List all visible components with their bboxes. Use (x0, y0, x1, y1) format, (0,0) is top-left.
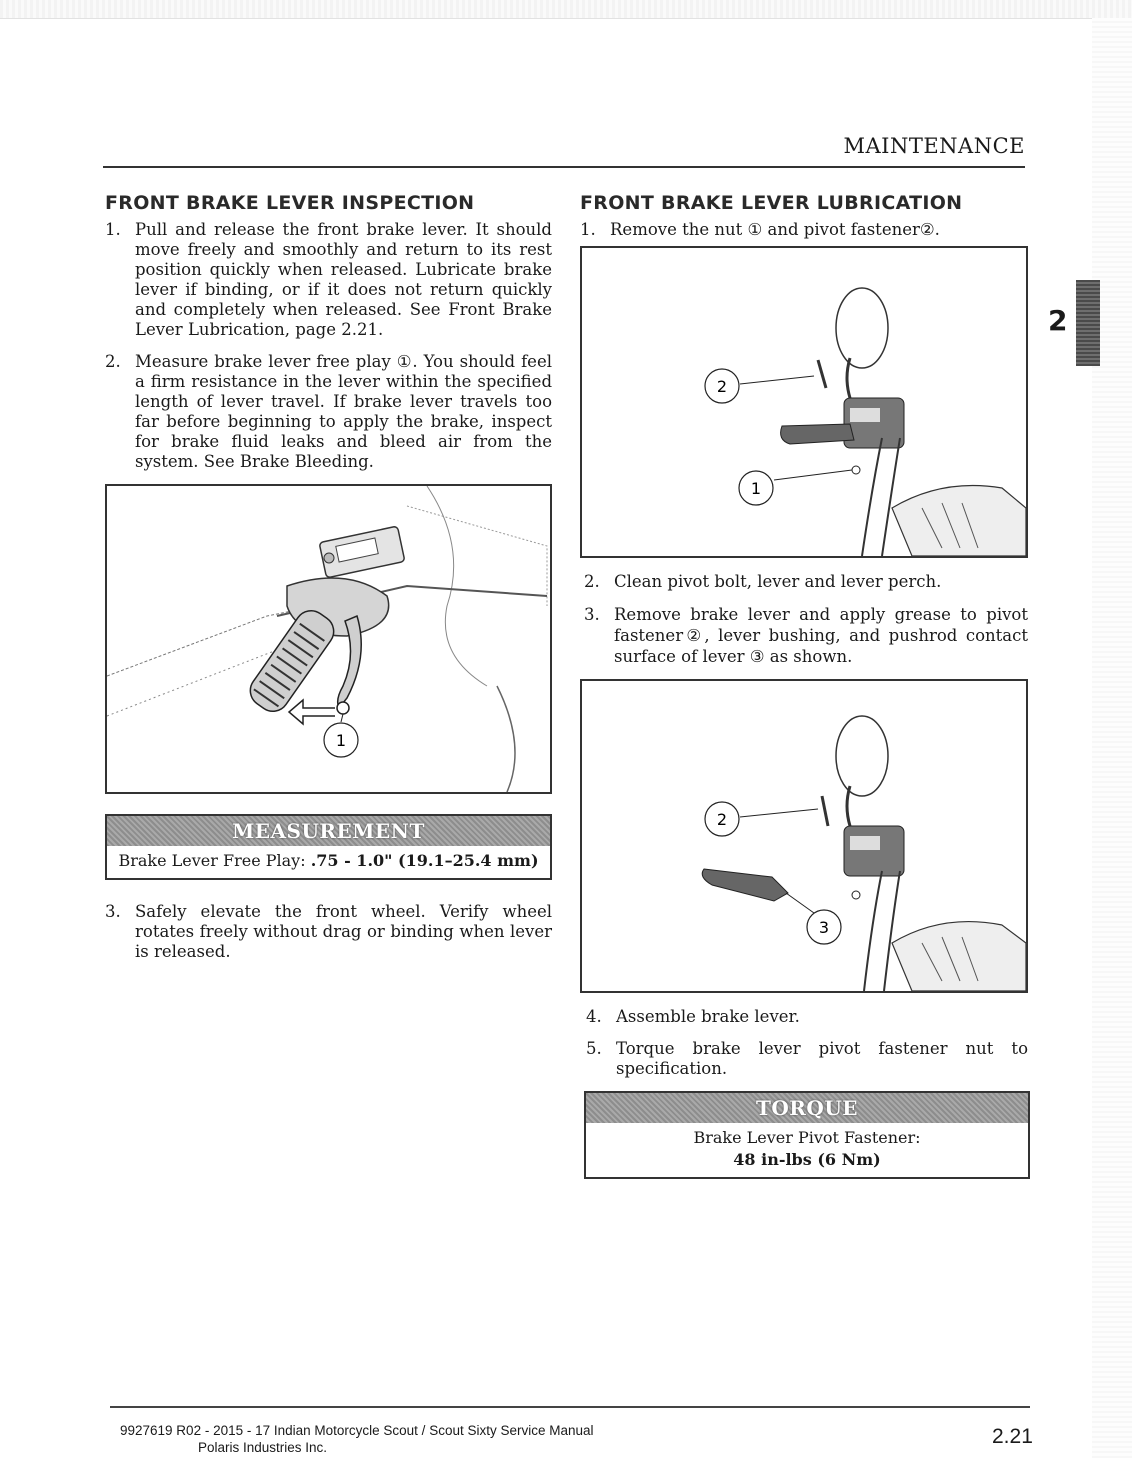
step-text: Measure brake lever free play ①. You sho… (135, 352, 552, 471)
torque-label: Brake Lever Pivot Fastener: (693, 1128, 921, 1147)
step-text: Torque brake lever pivot fastener nut to… (616, 1039, 1028, 1078)
scan-top-strip (0, 0, 1132, 19)
measurement-label: Brake Lever Free Play: (118, 851, 311, 870)
step-number: 5. (586, 1039, 602, 1058)
measurement-value: .75 - 1.0" (19.1–25.4 mm) (310, 851, 539, 870)
section-title: MAINTENANCE (843, 134, 1025, 158)
step-number: 1. (105, 220, 121, 239)
inspection-step-3: 3. Safely elevate the front wheel. Verif… (105, 902, 552, 962)
step-text: Clean pivot bolt, lever and lever perch. (614, 572, 942, 591)
lever-grease-figure: 2 3 (580, 679, 1028, 993)
lubrication-step-4: 4. Assemble brake lever. (586, 1007, 1028, 1027)
lever-removal-figure: 2 1 (580, 246, 1028, 558)
step-number: 3. (584, 605, 600, 624)
lubrication-step-1: 1. Remove the nut ① and pivot fastener②. (580, 220, 1028, 240)
step-text: Pull and release the front brake lever. … (135, 220, 552, 339)
step-text: Remove the nut ① and pivot fastener②. (610, 220, 940, 239)
chapter-tab-marker (1076, 280, 1100, 366)
scan-right-strip (1092, 18, 1132, 1458)
lubrication-step-3: 3. Remove brake lever and apply grease t… (584, 604, 1028, 667)
torque-body: Brake Lever Pivot Fastener: 48 in-lbs (6… (586, 1123, 1028, 1177)
step-text: Remove brake lever and apply grease to p… (614, 605, 1028, 666)
inspection-step-1: 1. Pull and release the front brake leve… (105, 220, 552, 340)
callout-3: 3 (819, 918, 829, 937)
step-text: Assemble brake lever. (616, 1007, 800, 1026)
callout-1: 1 (751, 479, 761, 498)
brake-lever-illustration: 1 (107, 486, 548, 792)
lever-grease-illustration: 2 3 (701, 715, 1026, 991)
page-number: 2.21 (992, 1425, 1033, 1448)
left-column: FRONT BRAKE LEVER INSPECTION 1. Pull and… (105, 192, 552, 974)
chapter-tab: 2 (1046, 280, 1101, 366)
torque-value: 48 in-lbs (6 Nm) (733, 1150, 881, 1169)
lubrication-step-5: 5. Torque brake lever pivot fastener nut… (586, 1039, 1028, 1079)
footer-divider (110, 1406, 1030, 1408)
inspection-step-2: 2. Measure brake lever free play ①. You … (105, 352, 552, 472)
step-text: Safely elevate the front wheel. Verify w… (135, 902, 552, 961)
callout-2: 2 (717, 810, 727, 829)
callout-1: 1 (336, 731, 346, 750)
torque-title: TORQUE (586, 1093, 1028, 1123)
footer-manual-title: 9927619 R02 - 2015 - 17 Indian Motorcycl… (120, 1423, 594, 1438)
footer-text: 9927619 R02 - 2015 - 17 Indian Motorcycl… (120, 1422, 594, 1456)
step-number: 4. (586, 1007, 602, 1026)
torque-box: TORQUE Brake Lever Pivot Fastener: 48 in… (584, 1091, 1030, 1179)
lever-removal-illustration: 2 1 (704, 287, 1026, 556)
step-number: 2. (584, 572, 600, 591)
free-play-figure: 1 (105, 484, 552, 794)
section-header: MAINTENANCE (103, 134, 1025, 168)
inspection-heading: FRONT BRAKE LEVER INSPECTION (105, 192, 475, 214)
callout-2: 2 (717, 377, 727, 396)
footer-publisher: Polaris Industries Inc. (198, 1440, 328, 1455)
lubrication-heading: FRONT BRAKE LEVER LUBRICATION (580, 192, 963, 214)
step-number: 3. (105, 902, 121, 921)
chapter-number: 2 (1048, 304, 1068, 337)
measurement-body: Brake Lever Free Play: .75 - 1.0" (19.1–… (107, 846, 550, 878)
right-column: FRONT BRAKE LEVER LUBRICATION 1. Remove … (580, 192, 1030, 1179)
measurement-title: MEASUREMENT (107, 816, 550, 846)
lubrication-step-2: 2. Clean pivot bolt, lever and lever per… (584, 572, 1028, 592)
measurement-box: MEASUREMENT Brake Lever Free Play: .75 -… (105, 814, 552, 880)
step-number: 2. (105, 352, 121, 371)
step-number: 1. (580, 220, 596, 239)
